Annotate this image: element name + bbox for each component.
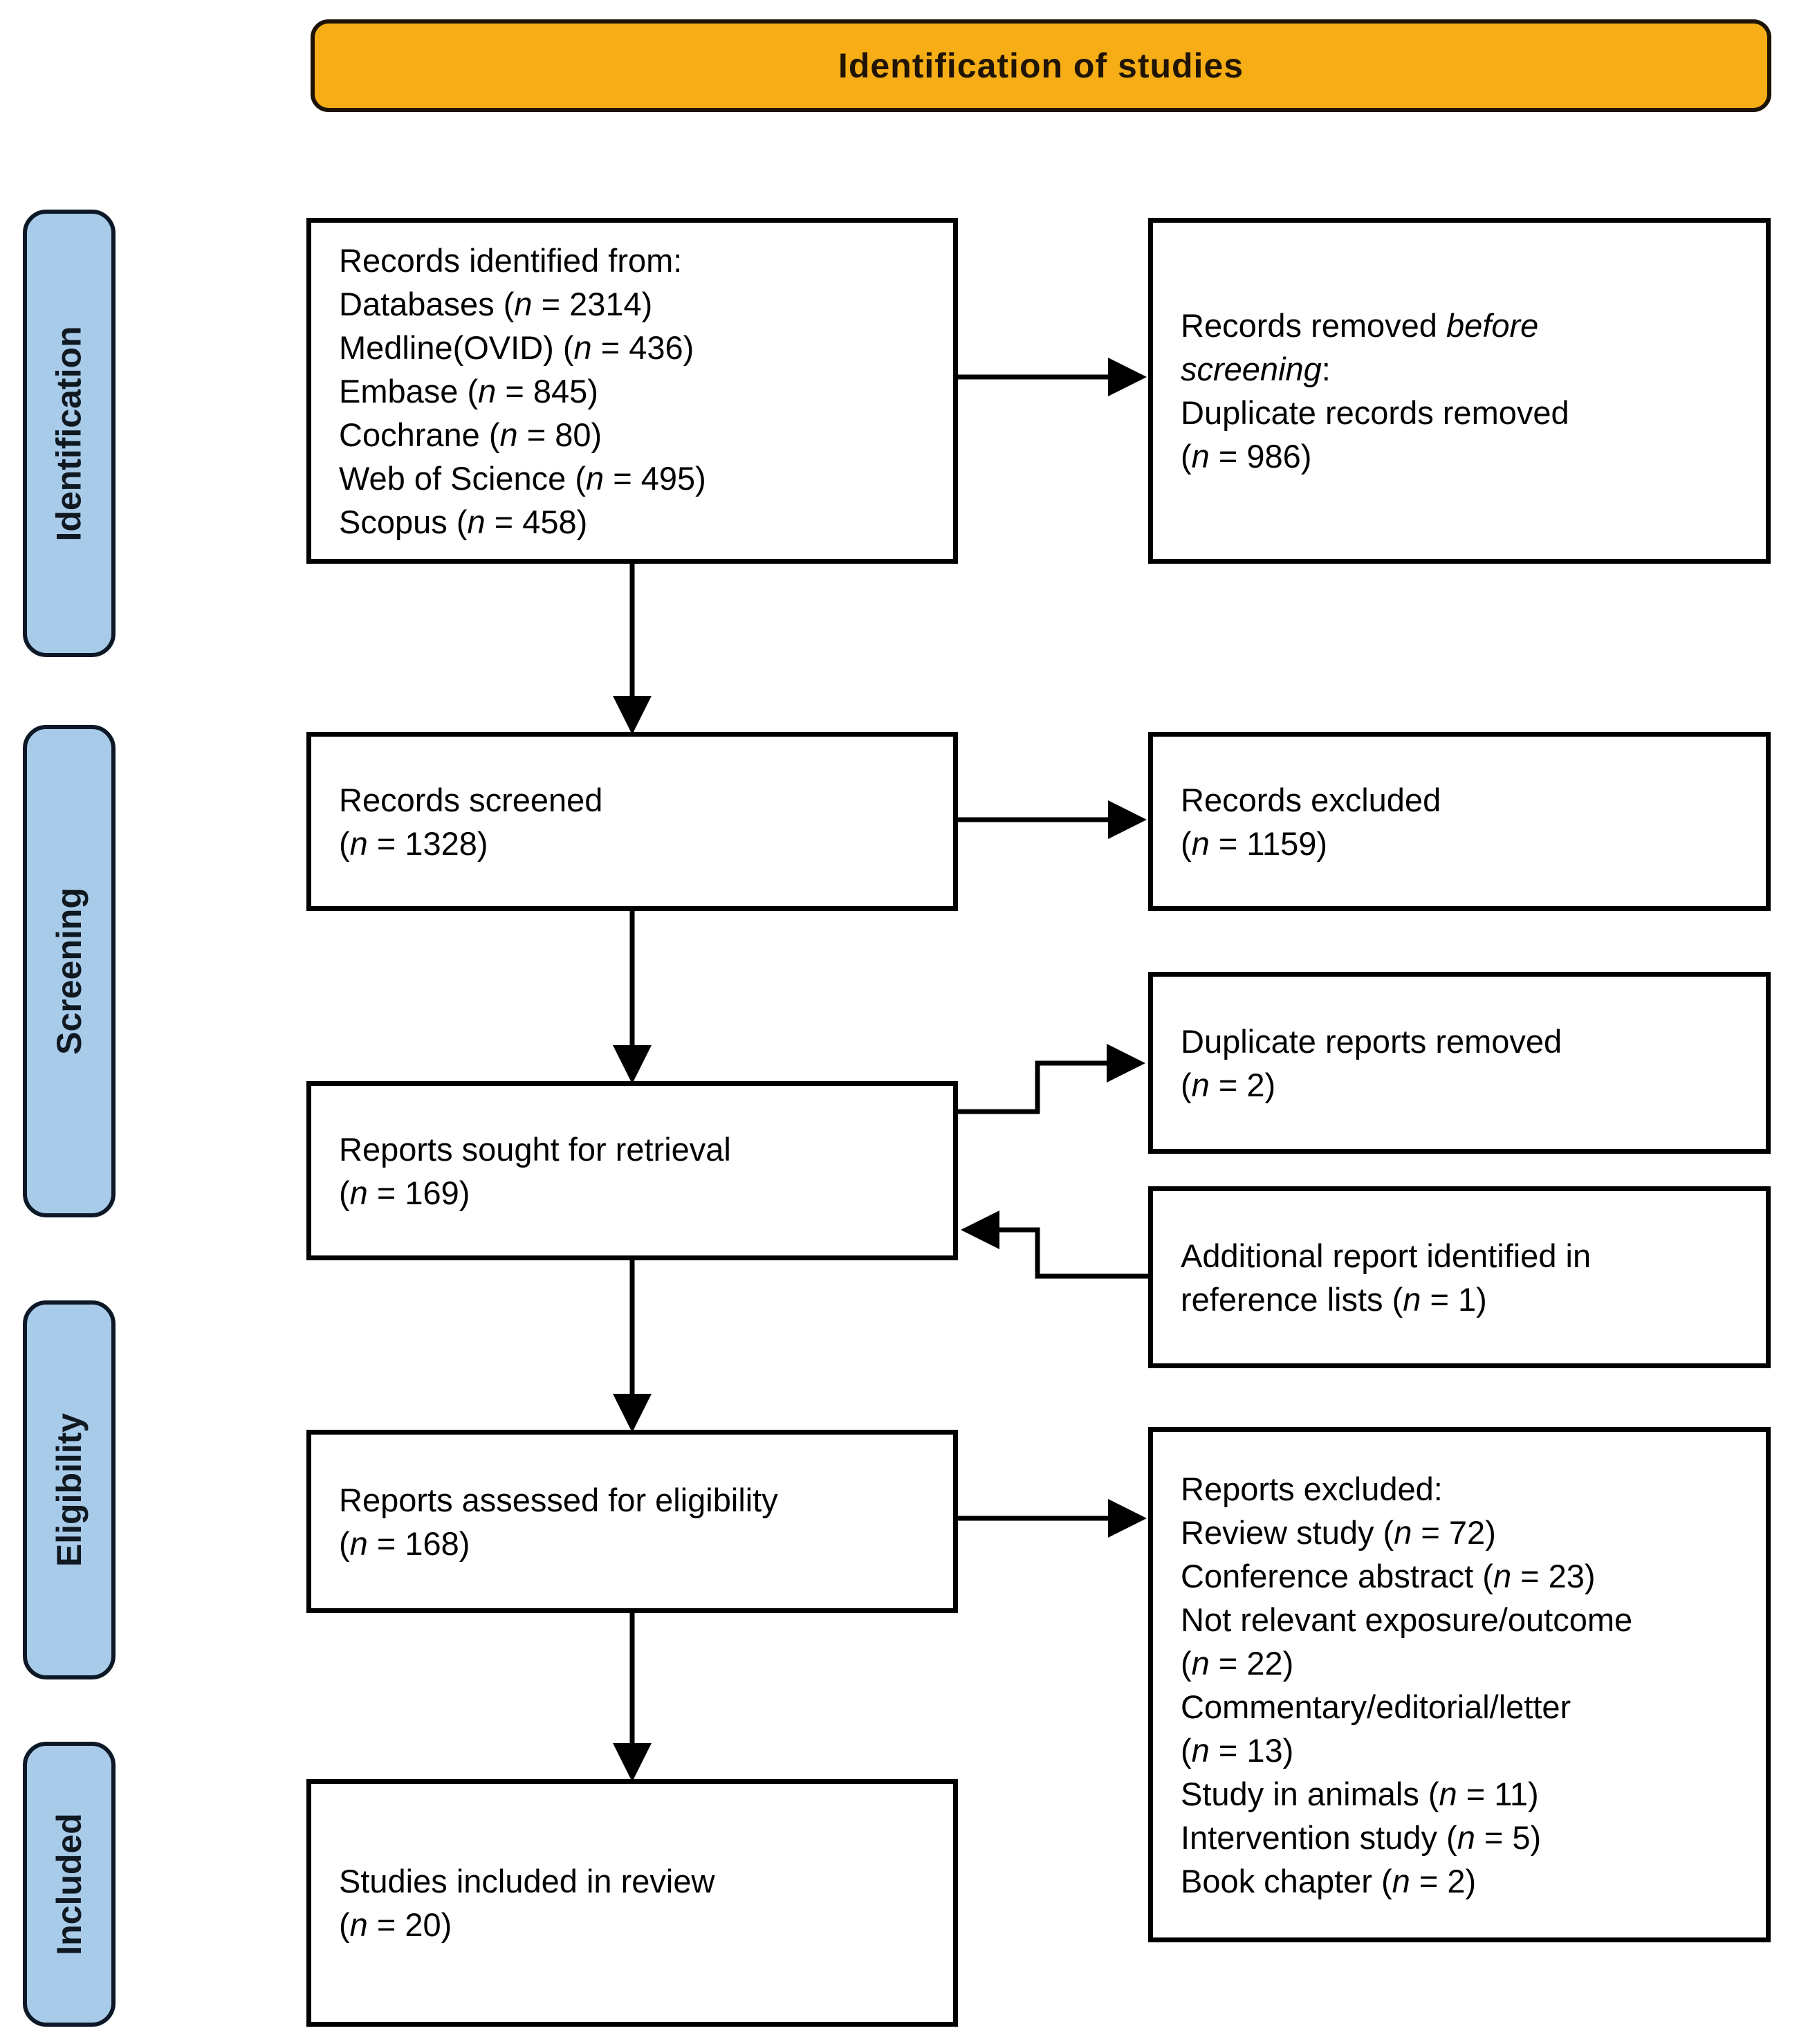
stage-label-screening: Screening — [50, 887, 89, 1055]
stage-label-included: Included — [50, 1813, 89, 1955]
identification-of-studies-banner: Identification of studies — [311, 19, 1771, 112]
stage-label-eligibility: Eligibility — [50, 1412, 89, 1567]
box-text-line: Reports assessed for eligibility — [339, 1481, 778, 1518]
box-text-line: Book chapter (n = 2) — [1181, 1862, 1477, 1899]
box-text-line: Databases (n = 2314) — [339, 285, 653, 322]
box-text-line: Studies included in review — [339, 1863, 715, 1899]
arrow-assessed-to-reports-excluded — [956, 1499, 1147, 1538]
box-text-line: Review study (n = 72) — [1181, 1513, 1496, 1551]
box-text-line: (n = 20) — [339, 1906, 452, 1943]
arrow-sought-to-duplicate-removed — [956, 1044, 1145, 1114]
box-text-line: Study in animals (n = 11) — [1181, 1775, 1539, 1812]
arrow-screened-to-sought — [613, 909, 652, 1084]
sidebar-stage-included: Included — [23, 1742, 116, 2027]
arrow-identified-to-removed — [956, 358, 1147, 396]
box-records-excluded: Records excluded (n = 1159) — [1148, 732, 1771, 911]
arrow-additional-to-sought — [961, 1210, 1150, 1279]
stage-label-identification: Identification — [50, 325, 89, 542]
box-reports-assessed-for-eligibility: Reports assessed for eligibility (n = 168… — [306, 1430, 958, 1613]
arrow-sought-to-assessed — [613, 1258, 652, 1433]
box-text-line: reference lists (n = 1) — [1181, 1280, 1487, 1318]
box-text-line: Web of Science (n = 495) — [339, 459, 706, 497]
arrow-assessed-to-included — [613, 1611, 652, 1782]
box-text-line: (n = 169) — [339, 1174, 470, 1211]
box-text-line: Reports excluded: — [1181, 1470, 1443, 1507]
box-text-line: Duplicate reports removed — [1181, 1022, 1562, 1060]
box-text-line: Cochrane (n = 80) — [339, 416, 602, 453]
box-text-line: Not relevant exposure/outcome — [1181, 1601, 1633, 1638]
box-reports-excluded: Reports excluded: Review study (n = 72) Co… — [1148, 1427, 1771, 1942]
box-text-line: screening: — [1181, 351, 1331, 387]
box-duplicate-reports-removed: Duplicate reports removed (n = 2) — [1148, 972, 1771, 1154]
box-records-screened: Records screened (n = 1328) — [306, 732, 958, 911]
box-text-line: Scopus (n = 458) — [339, 503, 588, 540]
box-text-line: (n = 168) — [339, 1525, 470, 1562]
sidebar-stage-screening: Screening — [23, 725, 116, 1217]
box-text-line: Commentary/editorial/letter — [1181, 1688, 1571, 1725]
box-text-line: Records identified from: — [339, 241, 683, 279]
box-text-line: (n = 22) — [1181, 1644, 1294, 1682]
box-text-line: Intervention study (n = 5) — [1181, 1819, 1542, 1856]
box-text-line: Medline(OVID) (n = 436) — [339, 329, 694, 366]
box-text-line: Records removed before — [1181, 307, 1539, 344]
box-additional-report-identified: Additional report identified in reference… — [1148, 1186, 1771, 1368]
sidebar-stage-eligibility: Eligibility — [23, 1300, 116, 1679]
box-text-line: (n = 986) — [1181, 438, 1312, 475]
box-text-line: (n = 1328) — [339, 825, 488, 862]
box-text-line: Records excluded — [1181, 781, 1441, 818]
box-text-line: (n = 1159) — [1181, 825, 1328, 862]
box-text-line: Records screened — [339, 781, 603, 818]
box-text-line: Embase (n = 845) — [339, 372, 598, 409]
box-records-removed-before-screening: Records removed before screening: Duplicat… — [1148, 218, 1771, 564]
sidebar-stage-identification: Identification — [23, 210, 116, 657]
box-text-line: Additional report identified in — [1181, 1237, 1592, 1274]
box-records-identified: Records identified from: Databases (n = 2… — [306, 218, 958, 564]
box-text-line: Duplicate records removed — [1181, 394, 1569, 431]
box-text-line: (n = 2) — [1181, 1066, 1276, 1103]
box-text-line: Reports sought for retrieval — [339, 1130, 731, 1168]
box-text-line: (n = 13) — [1181, 1731, 1294, 1769]
arrow-screened-to-excluded — [956, 800, 1147, 839]
box-studies-included-in-review: Studies included in review (n = 20) — [306, 1779, 958, 2027]
banner-title: Identification of studies — [838, 46, 1244, 85]
box-reports-sought-for-retrieval: Reports sought for retrieval (n = 169) — [306, 1081, 958, 1260]
arrow-identified-to-screened — [613, 562, 652, 735]
box-text-line: Conference abstract (n = 23) — [1181, 1557, 1596, 1594]
